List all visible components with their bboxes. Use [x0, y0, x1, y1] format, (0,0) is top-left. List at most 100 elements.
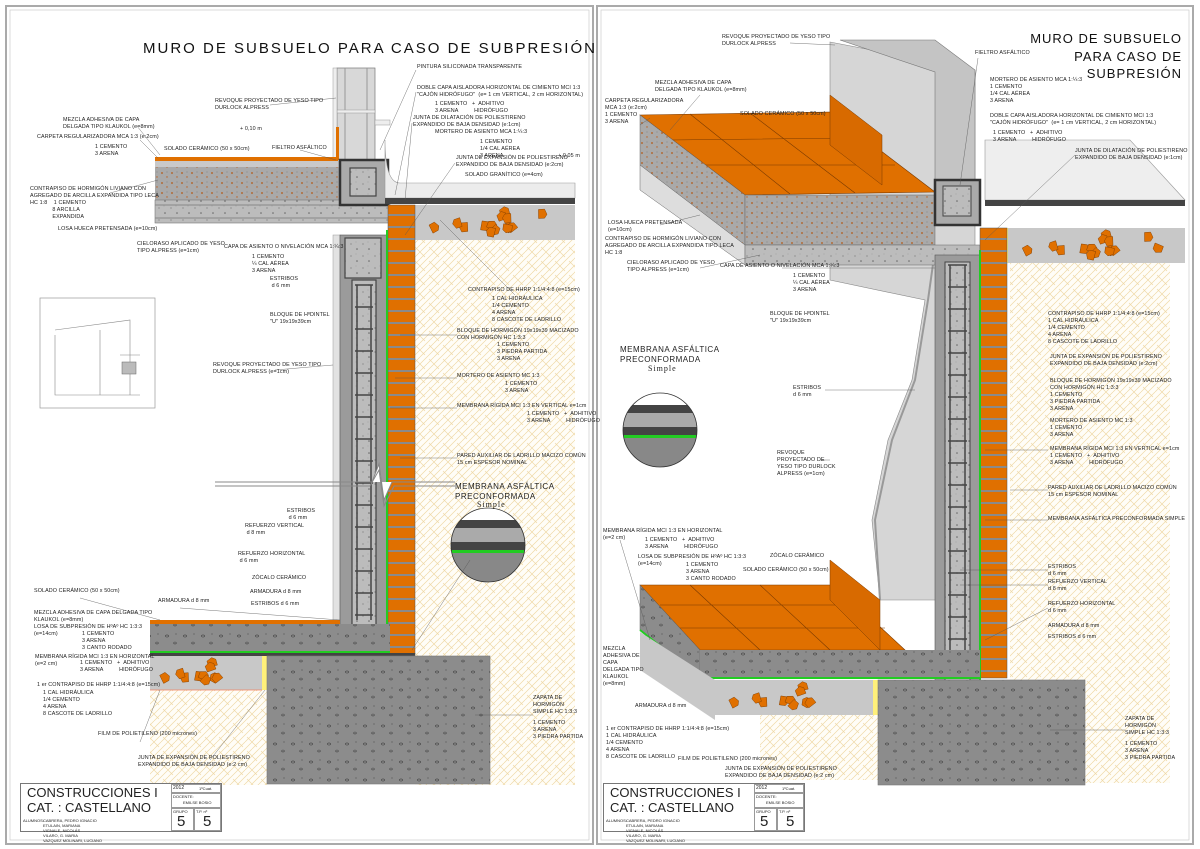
right-callout-label: JUNTA DE DILATACIÓN DE POLIESTIRENO EXPA…	[1075, 148, 1188, 162]
left-callout-label: REFUERZO HORIZONTAL d 6 mm	[238, 551, 306, 565]
students-label: ALUMNOS:	[606, 818, 627, 823]
rubble-chunk	[486, 227, 496, 238]
right-callout-label: 1 CEMENTO + ADHITIVO 3 ARENA HIDRÓFUGO	[993, 130, 1066, 144]
right-callout-label: LOSA DE SUBPRESIÓN DE HºAº HC 1:3:3 (e=1…	[638, 554, 747, 568]
left-sheet-title: MURO DE SUBSUELO PARA CASO DE SUBPRESIÓN	[143, 40, 597, 57]
left-callout-label: ARMADURA d 8 mm	[250, 589, 302, 595]
rubble-chunk	[502, 213, 512, 224]
left-callout-label: MEMBRANA RÍGIDA MCI 1:3 EN VERTICAL e=1c…	[457, 403, 587, 409]
right-callout-label: REFUERZO HORIZONTAL d 6 mm	[1048, 601, 1116, 615]
left-callout-label: SOLADO GRANÍTICO (e=4cm)	[465, 172, 543, 178]
right-callout-label: DOBLE CAPA AISLADORA HORIZONTAL DE CIMIE…	[990, 113, 1157, 127]
brick-auxiliary-wall	[387, 204, 416, 656]
rubble-chunk	[1055, 245, 1065, 256]
brick-rubble	[428, 206, 548, 238]
rubble-chunk	[1021, 244, 1033, 257]
rubble-chunk	[452, 217, 463, 229]
right-callout-label: JUNTA DE EXPANSIÓN DE POLIESTIRENO EXPAN…	[1050, 354, 1162, 368]
right-sheet-title: MURO DE SUBSUELO PARA CASO DE SUBPRESIÓN	[1030, 31, 1182, 82]
left-callout-label: CONTRAPISO DE HHRP 1:1/4:4:8 (e=15cm)	[468, 287, 580, 293]
right-callout-label: CARPETA REGULARIZADORA MCA 1:3 (e:2cm) 1…	[605, 98, 684, 126]
left-callout-label: SOLADO CERÁMICO (50 x 50cm)	[34, 588, 120, 594]
left-callout-label: ESTRIBOS d 6 mm	[251, 601, 300, 607]
title-block-left: CONSTRUCCIONES I CAT. : CASTELLANO ALUMN…	[20, 783, 222, 843]
group-number: 5	[760, 813, 769, 830]
right-callout-label: JUNTA DE EXPANSIÓN DE POLIESTIRENO EXPAN…	[725, 766, 837, 780]
left-callout-label: 1 CEMENTO ¼ CAL AÉREA 3 ARENA	[252, 254, 289, 275]
group-label: GRUPO	[756, 809, 771, 814]
year: 2012	[756, 785, 768, 791]
right-callout-label: REVOQUE PROYECTADO DE YESO TIPO DURLOCK …	[777, 450, 836, 478]
left-callout-label: CARPETA REGULARIZADORA MCA 1:3 (e:2cm)	[37, 134, 159, 140]
right-callout-label: ARMADURA d 8 mm	[1048, 623, 1100, 629]
tp-label: T.P. nº	[196, 809, 208, 814]
left-callout-label: 1 CEMENTO 3 ARENA 3 PIEDRA PARTIDA	[533, 720, 584, 741]
left-callout-label: LOSA HUECA PRETENSADA (e=10cm)	[58, 226, 158, 232]
membrane-detail-circle-right	[622, 392, 698, 468]
rubble-chunk	[1104, 246, 1115, 257]
right-isometric	[619, 39, 1186, 786]
left-callout-label: CAPA DE ASIENTO O NIVELACIÓN MCA 1:¼:3	[224, 244, 344, 250]
key-sketch	[39, 297, 156, 409]
left-callout-label: 1 CEMENTO + ADHITIVO 3 ARENA HIDRÓFUGO	[435, 101, 508, 115]
left-callout-label: BLOQUE DE HºDINTEL "U" 19x19x39cm	[270, 312, 330, 326]
right-callout-label: MEZCLA ADHESIVA DE CAPA DELGADA TIPO KLA…	[603, 646, 644, 688]
left-callout-label: ARMADURA d 8 mm	[158, 598, 210, 604]
right-callout-label: FIELTRO ASFÁLTICO	[975, 50, 1030, 56]
right-callout-label: 1 CEMENTO ¼ CAL AÉREA 3 ARENA	[793, 273, 830, 294]
right-callout-label: CAPA DE ASIENTO O NIVELACIÓN MCA 1:¼:3	[720, 263, 840, 269]
right-callout-label: ARMADURA d 8 mm	[635, 703, 687, 709]
left-callout-label: MEMBRANA RÍGIDA MCI 1:3 EN HORIZONTAL (e…	[35, 654, 155, 668]
rubble-chunk	[787, 699, 799, 711]
left-callout-label: PARED AUXILIAR DE LADRILLO MACIZO COMÚN …	[457, 453, 586, 467]
left-callout-label: + 0,10 m	[240, 126, 262, 132]
right-callout-label: FILM DE POLIETILENO (200 micrones)	[678, 756, 777, 762]
right-callout-label: REVOQUE PROYECTADO DE YESO TIPO DURLOCK …	[722, 34, 831, 48]
membrane-subtitle-right: Simple	[648, 364, 677, 373]
right-callout-label: MEMBRANA RÍGIDA MCI 1:3 EN HORIZONTAL (e…	[603, 528, 723, 542]
right-callout-label: MEZCLA ADHESIVA DE CAPA DELGADA TIPO KLA…	[655, 80, 747, 94]
year: 2012	[173, 785, 185, 791]
left-callout-label: ESTRIBOS d 6 mm	[270, 276, 299, 290]
subpressure-slab	[150, 624, 390, 652]
right-callout-label: ESTRIBOS d 6 mm	[1048, 634, 1097, 640]
left-callout-label: MEZCLA ADHESIVA DE CAPA DELGADA TIPO KLA…	[63, 117, 155, 131]
right-callout-label: ZÓCALO CERÁMICO	[770, 553, 825, 559]
left-callout-label: 1 CEMENTO 3 ARENA	[505, 381, 538, 395]
left-callout-label: REVOQUE PROYECTADO DE YESO TIPO DURLOCK …	[215, 98, 324, 112]
teacher-name: EMILSE BOSIO	[766, 800, 795, 805]
left-callout-label: MORTERO DE ASIENTO MCA 1:¼:3	[435, 129, 528, 135]
right-callout-label: 1 CEMENTO + ADHITIVO 3 ARENA HIDRÓFUGO	[645, 537, 718, 551]
left-callout-label: JUNTA DE EXPANSIÓN DE POLIESTIRENO EXPAN…	[138, 755, 250, 769]
left-callout-label: 1 CAL HIDRÁULICA 1/4 CEMENTO 4 ARENA 8 C…	[43, 690, 113, 718]
left-callout-label: JUNTA DE DILATACIÓN DE POLIESTIRENO EXPA…	[413, 115, 526, 129]
students-label: ALUMNOS:	[23, 818, 44, 823]
rubble-chunk	[199, 674, 211, 686]
tp-number: 5	[786, 813, 795, 830]
rubble-chunk	[751, 692, 762, 704]
left-sheet-frame	[5, 5, 594, 845]
right-callout-label: SOLADO CERÁMICO (50 x 50cm)	[740, 111, 826, 117]
right-callout-label: 1 CEMENTO 3 ARENA 3 CANTO RODADO	[686, 562, 736, 583]
right-callout-label: ZAPATA DE HORMIGÓN SIMPLE HC 1:3:3	[1125, 716, 1170, 737]
left-callout-label: ZÓCALO CERÁMICO	[252, 575, 307, 581]
leader-lines	[79, 69, 533, 761]
membrane-title-right: MEMBRANA ASFÁLTICA PRECONFORMADA	[620, 345, 720, 364]
rubble-chunk	[538, 208, 548, 219]
left-callout-label: DOBLE CAPA AISLADORA HORIZONTAL DE CIMIE…	[417, 85, 584, 99]
title-block-right: CONSTRUCCIONES I CAT. : CASTELLANO ALUMN…	[603, 783, 805, 843]
rubble-chunk	[1048, 240, 1059, 252]
rubble-chunk	[728, 696, 739, 709]
rubble-chunk	[804, 697, 817, 709]
left-callout-label: SOLADO CERÁMICO (50 x 50cm)	[164, 146, 250, 152]
lintel-block	[344, 237, 382, 279]
upper-block-wall	[336, 67, 376, 161]
rubble-chunk	[211, 672, 224, 684]
left-callout-label: 1 CEMENTO + ADHITIVO 3 ARENA HIDRÓFUGO	[527, 411, 600, 425]
teacher-label: DOCENTE:	[173, 794, 194, 799]
right-callout-label: MORTERO DE ASIENTO MCA 1:¼:3 1 CEMENTO 1…	[990, 77, 1083, 105]
right-callout-label: MEMBRANA RÍGIDA MCI 1:3 EN VERTICAL e=1c…	[1050, 446, 1180, 467]
right-callout-label: 1 er CONTRAPISO DE HHRP 1:1/4:4:8 (e=15c…	[606, 726, 730, 761]
leca-screed	[155, 167, 340, 200]
